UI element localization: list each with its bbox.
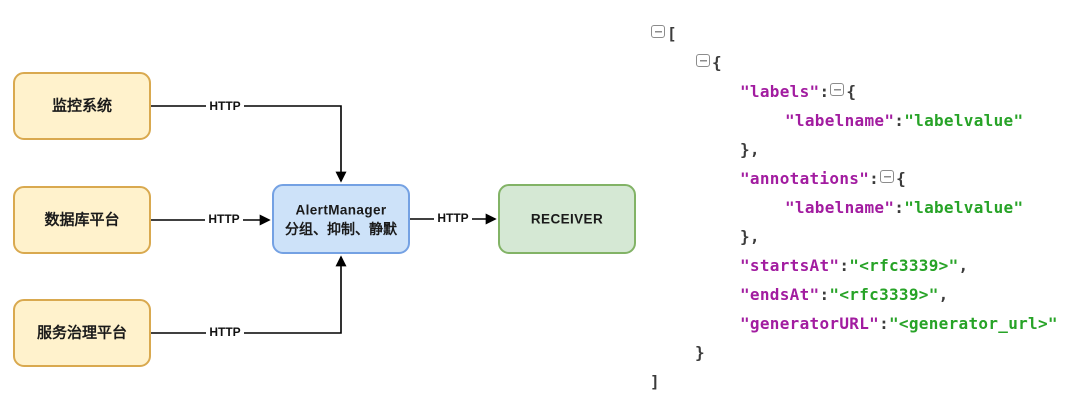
node-governance-box[interactable]: [13, 299, 151, 367]
code-token-value: "labelvalue": [904, 111, 1024, 130]
code-token-punct: :: [839, 256, 850, 275]
code-line: },: [650, 222, 1058, 251]
code-token-punct: {: [846, 82, 857, 101]
code-token-value: "<rfc3339>": [849, 256, 959, 275]
node-monitoring-system[interactable]: 监控系统: [13, 72, 151, 140]
code-token-key: "labelname": [785, 198, 895, 217]
code-line: "labelname":"labelvalue": [650, 193, 1058, 222]
json-code-panel: [{"labels":{"labelname":"labelvalue"},"a…: [650, 19, 1058, 396]
code-line: "startsAt":"<rfc3339>",: [650, 251, 1058, 280]
node-alertmanager[interactable]: AlertManager 分组、抑制、静默: [272, 184, 410, 254]
node-database-label: 数据库平台: [44, 211, 119, 229]
code-token-punct: :: [819, 82, 830, 101]
code-token-value: "labelvalue": [904, 198, 1024, 217]
code-token-key: "endsAt": [740, 285, 820, 304]
edge-label-bg: [434, 210, 472, 226]
code-token-punct: {: [712, 53, 722, 72]
edge-label-http-2: HTTP: [208, 212, 239, 226]
code-token-punct: }: [695, 343, 705, 362]
code-line: },: [650, 135, 1058, 164]
code-line: [: [650, 19, 1058, 48]
code-token-key: "startsAt": [740, 256, 840, 275]
alertmanager-flow-diagram: HTTP HTTP HTTP HTTP 监控系统 数据库平台 服务治理平台 Al…: [13, 72, 636, 367]
code-line: "annotations": {: [650, 164, 1058, 193]
code-line: }: [650, 338, 1058, 367]
code-line: {: [650, 48, 1058, 77]
code-token-punct: },: [740, 140, 760, 159]
node-database-box[interactable]: [13, 186, 151, 254]
code-token-punct: :: [869, 169, 880, 188]
node-governance-label: 服务治理平台: [37, 324, 127, 342]
node-alertmanager-title: AlertManager: [295, 203, 386, 218]
code-token-punct: {: [896, 169, 907, 188]
edge-label-bg: [205, 211, 243, 227]
code-line: "labelname":"labelvalue": [650, 106, 1058, 135]
code-token-punct: :: [819, 285, 830, 304]
code-line: ]: [650, 367, 1058, 396]
node-alertmanager-subtitle: 分组、抑制、静默: [285, 221, 398, 237]
code-token-key: "labelname": [785, 111, 895, 130]
collapse-minus-icon[interactable]: [880, 170, 895, 183]
code-token-key: "generatorURL": [740, 314, 880, 333]
code-token-key: "labels": [740, 82, 820, 101]
code-token-punct: ]: [650, 372, 660, 391]
node-monitoring-box[interactable]: [13, 72, 151, 140]
edge-governance-to-alertmanager: [150, 255, 347, 334]
code-token-punct: },: [740, 227, 760, 246]
node-receiver[interactable]: RECEIVER: [498, 184, 636, 254]
code-token-punct: :: [894, 198, 905, 217]
code-token-punct: ,: [958, 256, 969, 275]
node-service-governance-platform[interactable]: 服务治理平台: [13, 299, 151, 367]
collapse-minus-icon[interactable]: [696, 54, 710, 67]
edge-label-bg: [206, 324, 244, 340]
node-alertmanager-box[interactable]: [272, 184, 410, 254]
collapse-minus-icon[interactable]: [651, 25, 665, 38]
code-token-punct: :: [894, 111, 905, 130]
code-line: "generatorURL":"<generator_url>": [650, 309, 1058, 338]
node-receiver-box[interactable]: [498, 184, 636, 254]
code-line: "labels": {: [650, 77, 1058, 106]
code-token-key: "annotations": [740, 169, 870, 188]
code-token-punct: ,: [938, 285, 949, 304]
code-token-value: "<rfc3339>": [829, 285, 939, 304]
collapse-minus-icon[interactable]: [830, 83, 845, 96]
node-database-platform[interactable]: 数据库平台: [13, 186, 151, 254]
node-receiver-label: RECEIVER: [531, 212, 603, 227]
edge-label-http-4: HTTP: [437, 211, 468, 225]
edge-monitoring-to-alertmanager: [150, 105, 347, 183]
node-monitoring-label: 监控系统: [52, 97, 112, 115]
code-token-punct: [: [667, 24, 677, 43]
edge-label-http-3: HTTP: [209, 325, 240, 339]
code-token-value: "<generator_url>": [889, 314, 1058, 333]
edge-label-http-1: HTTP: [209, 99, 240, 113]
edge-label-bg: [206, 98, 244, 114]
code-line: "endsAt":"<rfc3339>",: [650, 280, 1058, 309]
code-token-punct: :: [879, 314, 889, 333]
